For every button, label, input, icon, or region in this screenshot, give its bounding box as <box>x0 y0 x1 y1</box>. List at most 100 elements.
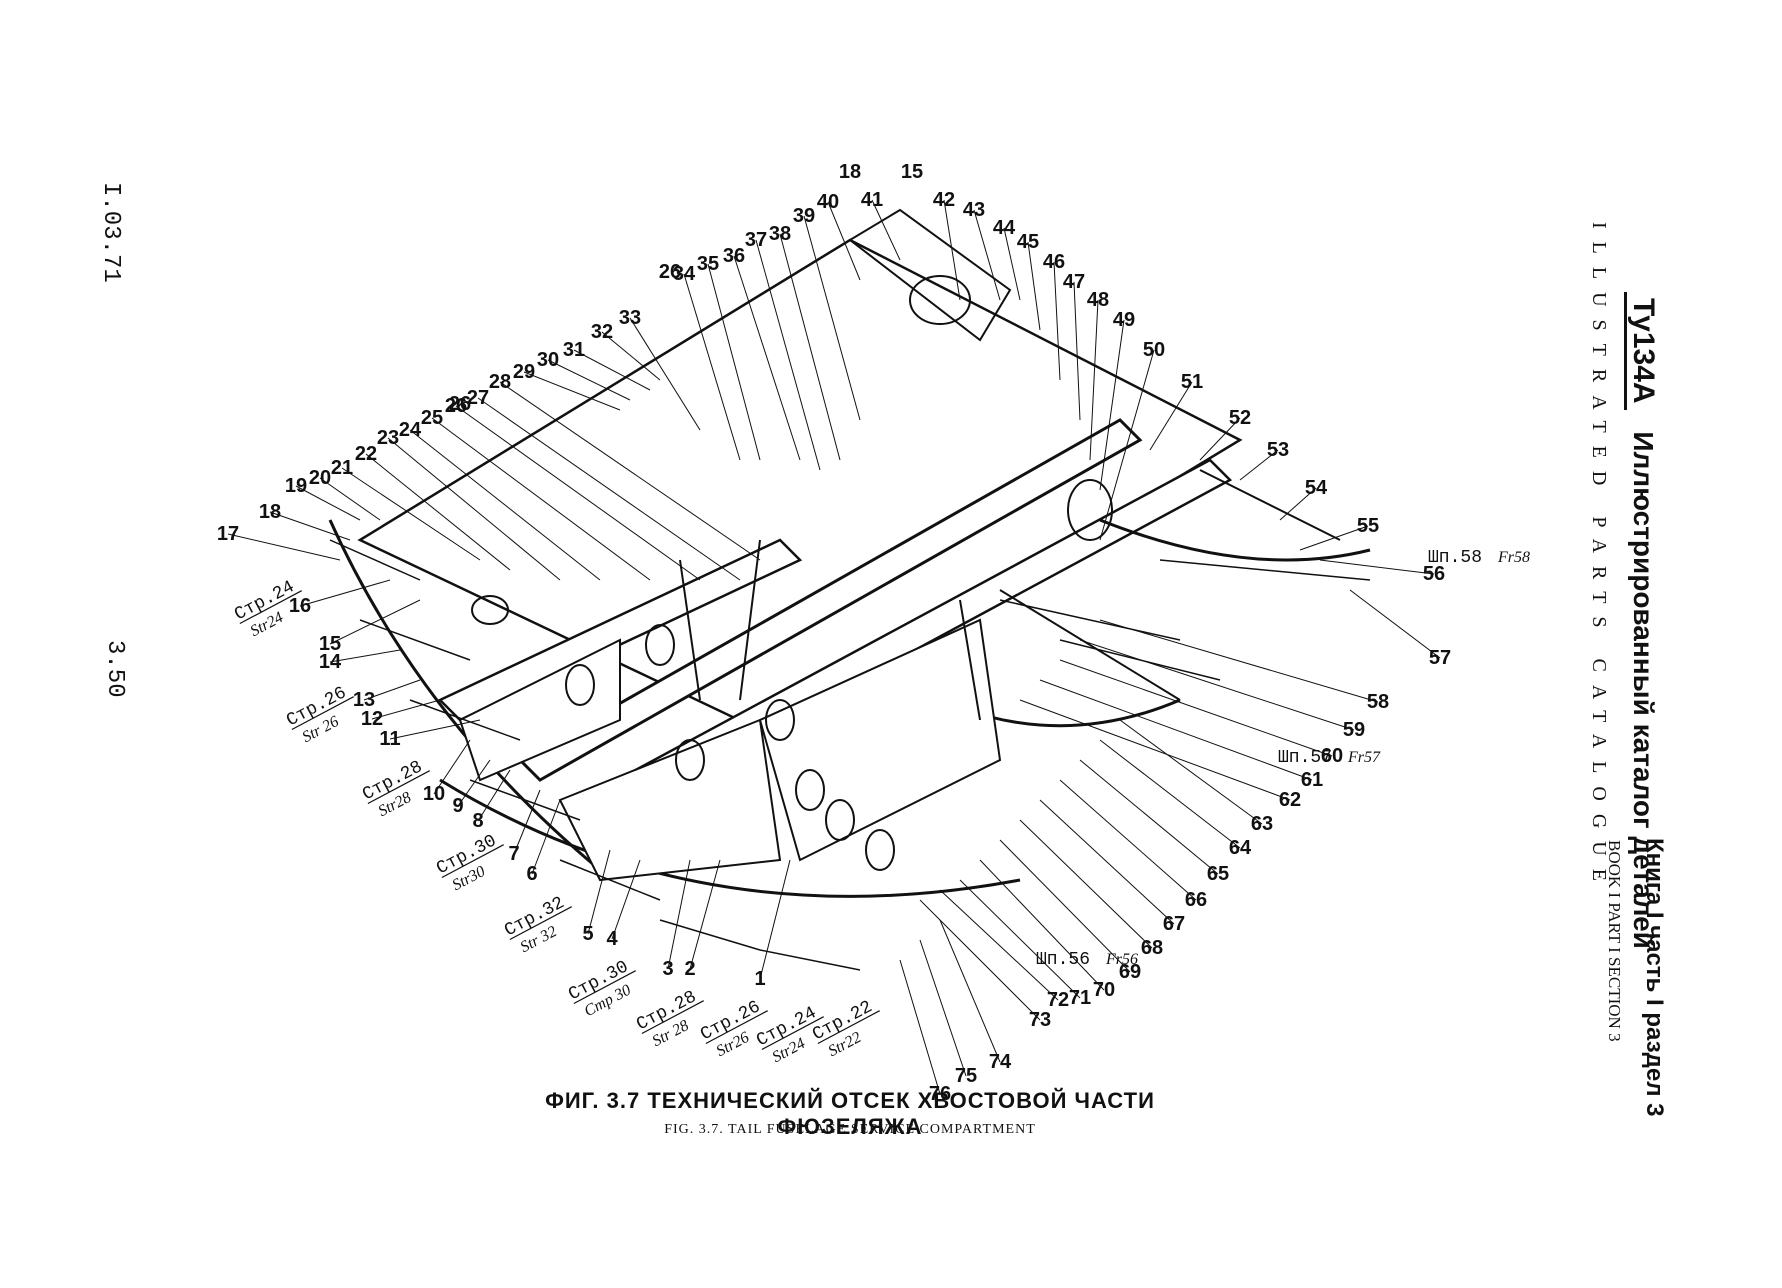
callout-17: 17 <box>217 523 239 545</box>
callout-76: 76 <box>929 1083 951 1105</box>
leader-line-19 <box>295 485 361 521</box>
lightening-hole <box>825 799 855 841</box>
callout-52: 52 <box>1229 407 1251 429</box>
callout-7: 7 <box>508 843 519 865</box>
leader-line-52 <box>1199 417 1241 461</box>
callout-47: 47 <box>1063 271 1085 293</box>
leader-line-34 <box>683 273 741 461</box>
callout-51: 51 <box>1181 371 1203 393</box>
leader-line-21 <box>341 467 481 561</box>
callout-61: 61 <box>1301 769 1323 791</box>
leader-line-41 <box>871 199 901 261</box>
frame-58 <box>1099 518 1371 562</box>
callout-repeat-15: 15 <box>901 161 923 183</box>
leader-line-70 <box>979 859 1105 991</box>
leader-line-9 <box>457 759 491 807</box>
lightening-hole <box>865 829 895 871</box>
callout-35: 35 <box>697 253 719 275</box>
callout-75: 75 <box>955 1065 977 1087</box>
leader-line-62 <box>1019 699 1291 801</box>
leader-line-8 <box>477 769 511 822</box>
lightening-hole <box>675 739 705 781</box>
callout-49: 49 <box>1113 309 1135 331</box>
callout-43: 43 <box>963 199 985 221</box>
callout-38: 38 <box>769 223 791 245</box>
beam-left <box>437 538 803 722</box>
callout-11: 11 <box>379 728 400 750</box>
callout-29: 29 <box>513 361 535 383</box>
web-front <box>558 718 782 882</box>
leader-line-27 <box>477 397 741 581</box>
callout-62: 62 <box>1279 789 1301 811</box>
callout-32: 32 <box>591 321 613 343</box>
callout-46: 46 <box>1043 251 1065 273</box>
callout-33: 33 <box>619 307 641 329</box>
leader-line-6 <box>531 799 561 875</box>
callout-15: 15 <box>319 633 341 655</box>
callout-50: 50 <box>1143 339 1165 361</box>
frame-label-en: Fr57 <box>1347 749 1381 766</box>
frame-label-ru: Шп.56 <box>1036 950 1090 970</box>
leader-line-51 <box>1149 381 1193 451</box>
callout-6: 6 <box>526 863 537 885</box>
leader-line-29 <box>523 371 621 411</box>
leader-line-72 <box>939 889 1059 1001</box>
leader-line-47 <box>1073 281 1081 421</box>
callout-74: 74 <box>989 1051 1012 1073</box>
callout-19: 19 <box>285 475 307 497</box>
callout-64: 64 <box>1229 837 1252 859</box>
leader-line-65 <box>1079 759 1219 875</box>
leader-line-73 <box>919 899 1041 1021</box>
callout-20: 20 <box>309 467 331 489</box>
lightening-hole <box>471 595 509 625</box>
leader-line-4 <box>611 859 641 940</box>
web-right <box>758 618 1002 862</box>
frame-56 <box>439 778 1021 898</box>
callout-71: 71 <box>1069 987 1091 1009</box>
leader-line-25 <box>431 417 651 581</box>
callout-14: 14 <box>319 651 342 673</box>
callout-57: 57 <box>1429 647 1451 669</box>
strut <box>999 589 1181 701</box>
lightening-hole <box>1067 479 1113 541</box>
lightening-hole <box>909 275 971 325</box>
leader-line-39 <box>803 215 861 421</box>
strut <box>959 599 981 721</box>
leader-line-53 <box>1239 449 1279 481</box>
leader-line-64 <box>1099 739 1241 849</box>
callout-56: 56 <box>1423 563 1445 585</box>
callout-repeat-26: 26 <box>659 261 681 283</box>
lightening-hole <box>765 699 795 741</box>
floor-panel <box>357 238 1243 732</box>
leader-line-60 <box>1059 659 1333 757</box>
callout-67: 67 <box>1163 913 1185 935</box>
leader-line-58 <box>1099 619 1379 703</box>
callout-2: 2 <box>684 958 695 980</box>
callout-48: 48 <box>1087 289 1109 311</box>
leader-line-38 <box>779 233 841 461</box>
callout-73: 73 <box>1029 1009 1051 1031</box>
callout-8: 8 <box>472 810 483 832</box>
callout-3: 3 <box>662 958 673 980</box>
callout-28: 28 <box>489 371 511 393</box>
web-left <box>458 638 621 782</box>
leader-line-16 <box>299 579 391 607</box>
callout-9: 9 <box>452 795 463 817</box>
leader-line-5 <box>587 849 611 935</box>
leader-line-22 <box>365 453 511 571</box>
callout-63: 63 <box>1251 813 1273 835</box>
leader-line-76 <box>899 959 941 1095</box>
callout-34: 34 <box>673 263 696 285</box>
callout-69: 69 <box>1119 961 1141 983</box>
leader-line-20 <box>319 477 381 521</box>
leader-line-56 <box>1319 559 1435 575</box>
callout-68: 68 <box>1141 937 1163 959</box>
leader-lines <box>227 199 1441 1095</box>
callout-70: 70 <box>1093 979 1115 1001</box>
beam-center <box>517 418 1143 782</box>
leader-line-40 <box>827 201 861 281</box>
leader-line-7 <box>513 789 541 855</box>
